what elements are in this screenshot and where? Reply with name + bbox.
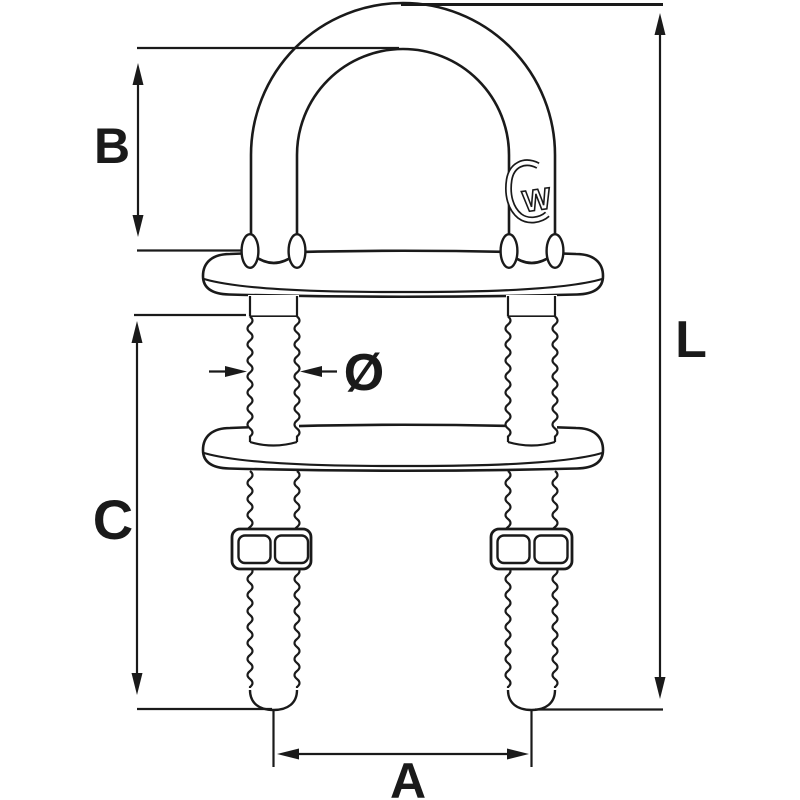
a-arrow-right-icon [507, 748, 529, 760]
left-stud-tip-fill [247, 688, 300, 711]
right-lower-thread-fill [506, 471, 557, 691]
l-label: L [675, 311, 707, 369]
shoulder-boss [499, 232, 519, 269]
left-shank-fill [248, 295, 299, 317]
left-thread-edge [246, 315, 254, 442]
b-label: B [94, 118, 130, 174]
dimension-a: A [277, 748, 529, 800]
left-thread-edge [246, 470, 254, 691]
dimension-b: B [94, 63, 144, 237]
right-nut-facet [533, 534, 569, 565]
right-upper-thread-fill [506, 317, 557, 447]
diameter-arrow-left-icon [225, 366, 247, 377]
l-arrow-up-icon [654, 13, 666, 35]
right-plate-hole-arc [507, 440, 556, 447]
left-thread-edge [293, 470, 301, 691]
logo-swoosh-icon-inner [506, 160, 549, 222]
right-shank-fill [506, 295, 557, 317]
b-arrow-up-icon [132, 63, 144, 85]
top-plate-bevel-line [203, 277, 603, 294]
c-label: C [93, 488, 133, 551]
shoulder-boss [287, 232, 307, 269]
a-label: A [390, 753, 426, 800]
left-shank-edges [248, 296, 299, 318]
diameter-label: Ø [344, 344, 384, 402]
u-bend-band [249, 1, 557, 265]
upper-thread-sections [246, 315, 559, 447]
l-arrow-down-icon [654, 677, 666, 699]
shoulder-boss [545, 232, 565, 269]
left-plate-hole-arc [249, 440, 298, 447]
a-arrow-left-icon [277, 748, 299, 760]
c-arrow-down-icon [131, 673, 143, 695]
right-thread-edge [551, 315, 559, 442]
shoulder-bosses [240, 232, 565, 269]
logo-letter: W [521, 182, 554, 219]
right-thread-edge [551, 470, 559, 691]
u-bend [240, 1, 565, 269]
diameter-arrow-right-icon [300, 366, 322, 377]
shanks [248, 295, 557, 318]
left-upper-thread-fill [248, 317, 299, 447]
left-thread-edge [293, 315, 301, 442]
right-stud-tip-fill [505, 688, 558, 711]
right-thread-edge [504, 470, 512, 691]
right-shank-edges [506, 296, 557, 318]
dimension-c: C [93, 321, 143, 695]
dimension-l: L [654, 13, 707, 699]
right-stud-tip [506, 689, 557, 712]
wichard-logo: W [505, 159, 555, 224]
extension-lines [134, 3, 663, 767]
lower-thread-sections [246, 470, 559, 712]
left-nut-facet [273, 534, 310, 565]
b-arrow-down-icon [132, 215, 144, 237]
right-thread-edge [504, 315, 512, 442]
left-stud-tip [248, 689, 299, 712]
dimension-diameter: Ø [209, 344, 384, 402]
right-nut-facet [496, 534, 531, 565]
left-nut-facet [237, 534, 272, 565]
backing-plate-bevel-line [203, 451, 603, 468]
c-arrow-up-icon [131, 321, 143, 343]
nuts [230, 527, 574, 571]
left-lower-thread-fill [248, 471, 299, 691]
shoulder-boss [240, 232, 260, 269]
